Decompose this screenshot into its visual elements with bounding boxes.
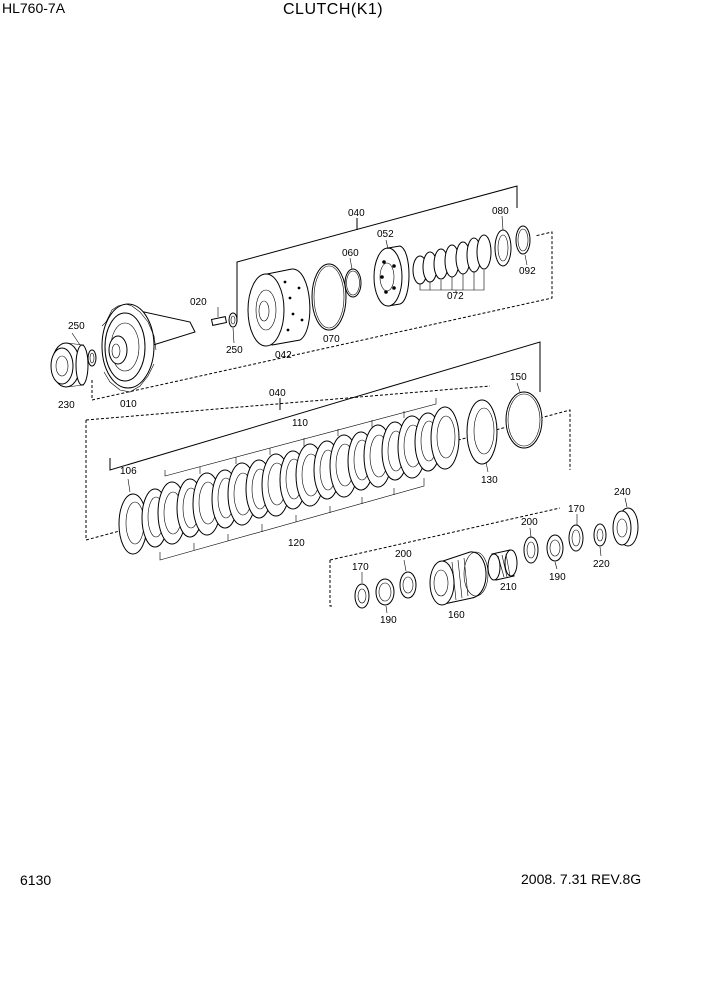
model-number: HL760-7A <box>2 0 66 16</box>
snap-ring-150 <box>505 391 543 449</box>
washer-200-right <box>523 536 539 564</box>
label-190-right: 190 <box>549 572 566 583</box>
label-250-left: 250 <box>68 321 85 332</box>
label-092: 092 <box>519 266 536 277</box>
label-072: 072 <box>447 291 464 302</box>
page-number: 6130 <box>20 872 52 888</box>
label-160: 160 <box>448 610 465 621</box>
clutch-housing-042 <box>247 268 311 347</box>
washer-170-right <box>568 524 584 552</box>
label-220: 220 <box>593 559 610 570</box>
label-040-mid: 040 <box>269 388 286 399</box>
label-200-right: 200 <box>521 517 538 528</box>
spring-set-072 <box>412 234 492 292</box>
piston-052 <box>373 245 410 307</box>
lock-washer-220 <box>593 523 607 547</box>
label-150: 150 <box>510 372 527 383</box>
bracket-120 <box>159 478 425 561</box>
label-230: 230 <box>58 400 75 411</box>
gear-shaft-010 <box>101 303 196 393</box>
label-190-left: 190 <box>380 615 397 626</box>
revision-date: 2008. 7.31 REV.8G <box>521 871 642 887</box>
assembly-bracket-040-top <box>236 185 518 322</box>
label-170-right: 170 <box>568 504 585 515</box>
clutch-disc-pack <box>141 406 460 548</box>
assembly-bracket-040-mid <box>109 341 541 471</box>
dashed-envelope-top <box>91 231 553 401</box>
label-120: 120 <box>288 538 305 549</box>
bearing-230 <box>50 342 89 388</box>
label-052: 052 <box>377 229 394 240</box>
bearing-190-right <box>546 534 564 562</box>
label-240: 240 <box>614 487 631 498</box>
label-250-mid: 250 <box>226 345 243 356</box>
label-110: 110 <box>292 418 308 429</box>
label-060: 060 <box>342 248 359 259</box>
label-020: 020 <box>190 297 207 308</box>
bearing-190-left <box>375 578 395 606</box>
label-010: 010 <box>120 399 137 410</box>
hub-160 <box>429 551 489 606</box>
plate-130 <box>466 399 498 465</box>
label-170-left: 170 <box>352 562 369 573</box>
washer-170-left <box>354 583 370 609</box>
label-200-left: 200 <box>395 549 412 560</box>
needle-bearing-210 <box>487 549 518 581</box>
bracket-110 <box>164 398 437 477</box>
label-106: 106 <box>120 466 137 477</box>
ring-080 <box>494 229 512 267</box>
label-042: 042 <box>275 350 292 361</box>
washer-200-left <box>399 571 417 599</box>
label-040-top: 040 <box>348 208 365 219</box>
snap-ring-250-left <box>87 349 97 367</box>
snap-ring-250-mid <box>228 312 238 328</box>
dashed-envelope-bottom <box>329 507 561 607</box>
page-title: CLUTCH(K1) <box>283 1 384 18</box>
snap-ring-092 <box>515 225 531 255</box>
o-ring-060 <box>344 268 362 298</box>
label-070: 070 <box>323 334 340 345</box>
bearing-240 <box>612 507 639 547</box>
label-210: 210 <box>500 582 517 593</box>
o-ring-070 <box>311 263 347 331</box>
key-020 <box>210 316 228 326</box>
label-130: 130 <box>481 475 498 486</box>
label-080: 080 <box>492 206 509 217</box>
